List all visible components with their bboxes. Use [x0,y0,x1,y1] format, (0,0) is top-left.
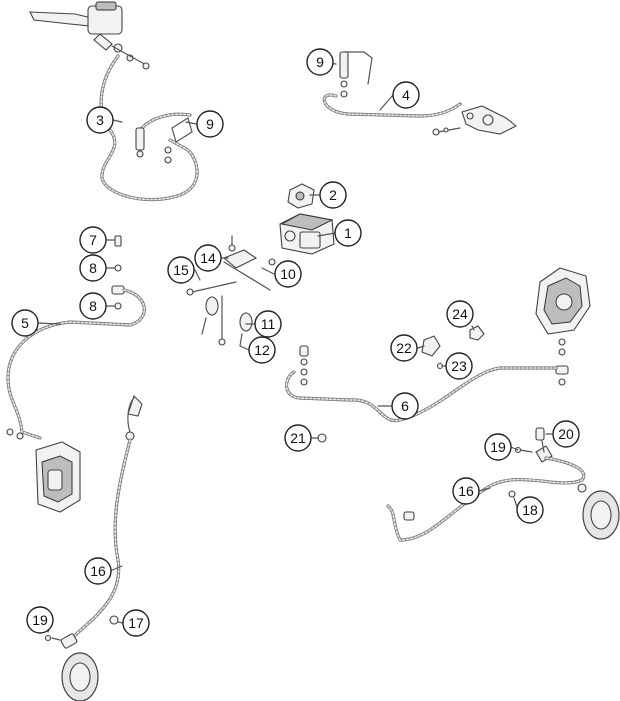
callout-9-left: 9 [196,110,224,138]
callout-5: 5 [11,309,39,337]
front-abs-sensor-ring [61,652,99,701]
callout-22: 22 [390,334,418,362]
callout-label: 1 [344,225,352,241]
callout-label: 22 [396,340,412,356]
callout-11: 11 [254,310,282,338]
callout-label: 6 [401,398,409,414]
banjo-bolt-stack [111,235,125,310]
callout-label: 9 [316,54,324,70]
callout-label: 7 [89,232,97,248]
screw-17 [109,615,119,625]
callout-19-rear: 19 [484,433,512,461]
rear-caliper-bolt-stack [555,338,569,386]
callout-8-lower: 8 [79,292,107,320]
callout-16-rear: 16 [452,477,480,505]
callout-label: 8 [89,260,97,276]
rear-abs-sensor-cable-16 [386,427,587,542]
callout-17: 17 [122,609,150,637]
front-abs-sensor-cable-16 [44,394,143,649]
callout-label: 9 [206,116,214,132]
callout-15: 15 [167,256,195,284]
brake-hose-3 [99,54,199,202]
rear-abs-sensor-ring [582,490,620,540]
callout-label: 3 [96,112,104,128]
callout-label: 5 [21,315,29,331]
callout-23: 23 [445,352,473,380]
front-master-cylinder-lever [29,1,150,70]
abs-connector-2 [287,183,315,209]
callout-label: 16 [458,483,474,499]
callout-label: 23 [451,358,467,374]
callout-20: 20 [552,420,580,448]
abs-bracket-assembly [186,235,276,347]
callout-3: 3 [86,106,114,134]
rear-master-cylinder-hose-4 [322,51,518,136]
callout-12: 12 [248,336,276,364]
callout-label: 19 [32,612,48,628]
rear-brake-caliper [535,267,591,335]
callout-label: 18 [522,502,538,518]
callout-21: 21 [284,424,312,452]
callout-label: 4 [402,87,410,103]
callout-label: 12 [254,342,270,358]
callout-1: 1 [334,219,362,247]
callout-2: 2 [319,181,347,209]
leader-lines [37,61,553,633]
callout-14: 14 [194,244,222,272]
callout-label: 19 [490,439,506,455]
callout-label: 24 [452,306,468,322]
front-brake-caliper [35,441,81,513]
callout-label: 14 [200,250,216,266]
callout-16-front: 16 [84,557,112,585]
brake-hose-6 [285,345,558,423]
callout-24: 24 [446,300,474,328]
callout-4: 4 [392,81,420,109]
callout-19-front: 19 [26,606,54,634]
callout-8-upper: 8 [79,254,107,282]
callout-18: 18 [516,496,544,524]
callout-6: 6 [391,392,419,420]
callout-label: 10 [280,266,296,282]
callout-7: 7 [79,226,107,254]
abs-modulator-unit [279,213,335,255]
callout-label: 16 [90,563,106,579]
brake-hose-5 [6,288,146,440]
callout-9-upper: 9 [306,48,334,76]
callout-label: 2 [329,187,337,203]
callout-10: 10 [274,260,302,288]
callout-label: 8 [89,298,97,314]
callout-label: 17 [128,615,144,631]
callout-label: 20 [558,426,574,442]
callout-label: 15 [173,262,189,278]
callout-label: 21 [290,430,306,446]
callout-label: 11 [261,316,276,332]
